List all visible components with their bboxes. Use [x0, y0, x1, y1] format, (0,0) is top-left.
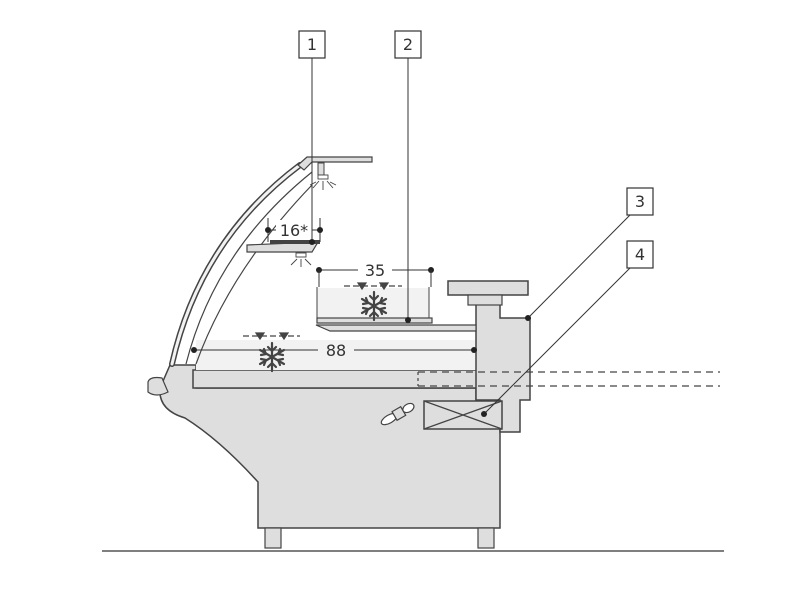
dimension-label-upper-tray-width: 35 [365, 261, 385, 280]
leader-dot-4 [481, 411, 487, 417]
leader-dot-3 [525, 315, 531, 321]
counter-top [447, 280, 529, 296]
snowflake-icon [258, 341, 286, 373]
callout-box-4 [626, 240, 654, 269]
dimension-label-base-depth: 88 [326, 341, 346, 360]
counter-riser [467, 294, 503, 306]
cabinet-body [159, 364, 501, 529]
leader-line-3 [527, 214, 631, 319]
callout-label-4: 4 [635, 245, 645, 264]
front-bumper [147, 376, 169, 396]
callout-box-1 [298, 30, 326, 59]
callout-label-1: 1 [307, 35, 317, 54]
callout-label-2: 2 [403, 35, 413, 54]
right-foot [477, 527, 495, 549]
callout-label-3: 3 [635, 192, 645, 211]
curved-glass-inner [170, 163, 302, 366]
tray-rail [315, 324, 477, 332]
dimension-label-shelf-depth: 16* [280, 221, 308, 240]
leader-dot-2 [405, 317, 411, 323]
glass-frame-post [195, 184, 313, 365]
shelf-light-icon [290, 252, 312, 267]
leader-line-4 [483, 267, 631, 415]
compartment-cross-b [423, 400, 503, 430]
callout-box-3 [626, 187, 654, 216]
dimension-base-depth [191, 340, 477, 360]
leader-dot-1 [309, 239, 315, 245]
top-light-icon [309, 174, 337, 190]
service-counter [475, 299, 531, 433]
fill-level-marker-lower [243, 332, 300, 341]
top-light-fixture [317, 162, 325, 176]
dimension-shelf-depth [265, 218, 323, 242]
left-foot [264, 527, 282, 549]
shelf-glass [270, 240, 320, 244]
fill-level-marker-upper [344, 282, 402, 291]
snowflake-icon [360, 290, 388, 322]
canopy [297, 156, 373, 171]
dimension-upper-tray-width [316, 260, 434, 287]
glass-frame-inner [185, 171, 313, 365]
fan-symbol [380, 402, 415, 426]
callout-box-2 [394, 30, 422, 59]
base-shelf [192, 369, 484, 389]
